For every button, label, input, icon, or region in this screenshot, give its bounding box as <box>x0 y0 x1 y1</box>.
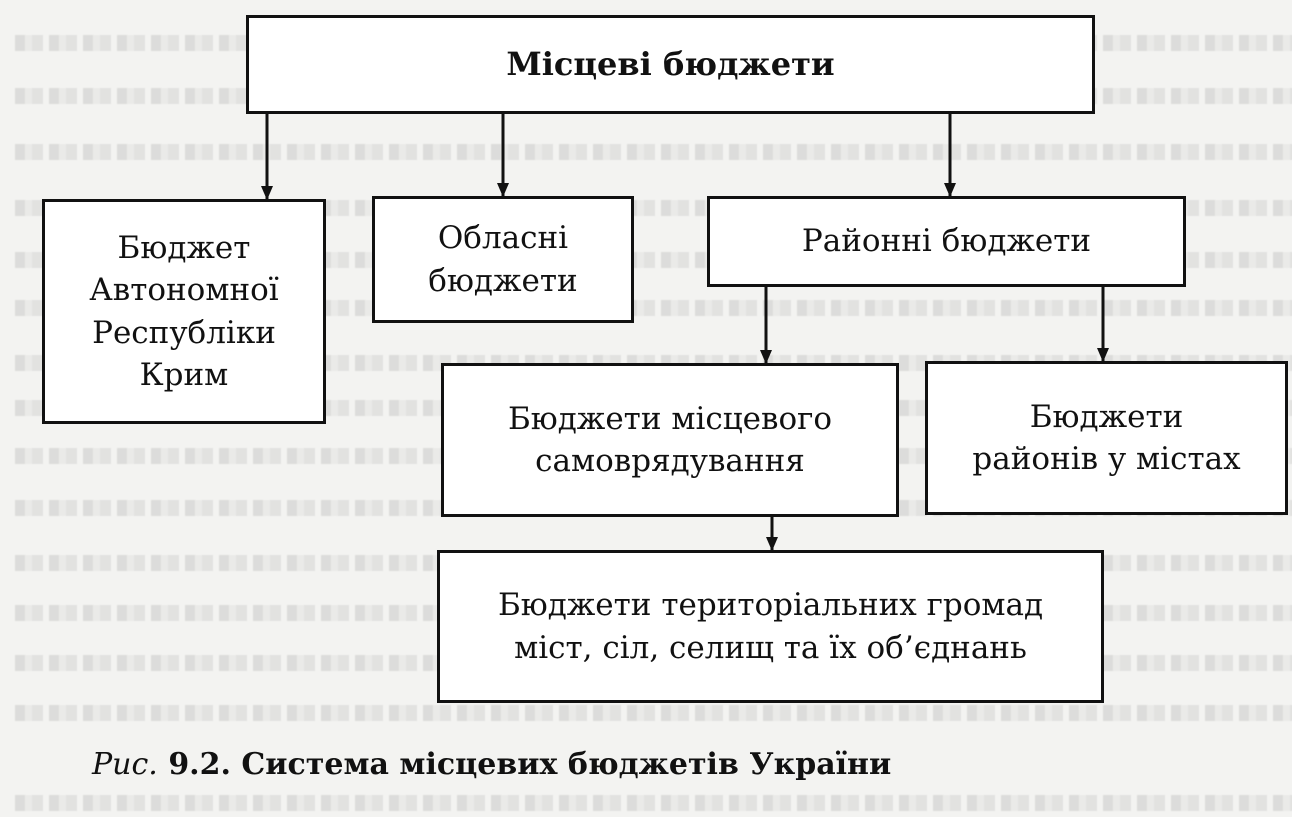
root-box-local-budgets: Місцеві бюджети <box>246 15 1095 114</box>
box-local-self-government-budgets: Бюджети місцевого самоврядування <box>441 363 899 517</box>
figure-caption: Рис. 9.2. Система місцевих бюджетів Укра… <box>86 747 898 782</box>
caption-fig-label: Рис. <box>92 747 158 782</box>
self-gov-label: Бюджети місцевого самоврядування <box>507 400 833 479</box>
box-crimea-budget: Бюджет Автономної Республіки Крим <box>42 199 326 424</box>
box-territorial-community-budgets: Бюджети територіальних громад міст, сіл,… <box>437 550 1104 703</box>
district-label: Районні бюджети <box>801 223 1092 260</box>
box-city-district-budgets: Бюджети районів у містах <box>925 361 1288 515</box>
caption-title: Система місцевих бюджетів України <box>241 747 892 782</box>
city-districts-label: Бюджети районів у містах <box>972 398 1241 477</box>
root-label: Місцеві бюджети <box>506 44 835 83</box>
regional-label: Обласні бюджети <box>428 220 578 299</box>
box-district-budgets: Районні бюджети <box>707 196 1186 287</box>
caption-number: 9.2. <box>168 747 231 782</box>
communities-label: Бюджети територіальних громад міст, сіл,… <box>497 587 1044 666</box>
crimea-label: Бюджет Автономної Республіки Крим <box>89 230 279 393</box>
box-regional-budgets: Обласні бюджети <box>372 196 634 323</box>
